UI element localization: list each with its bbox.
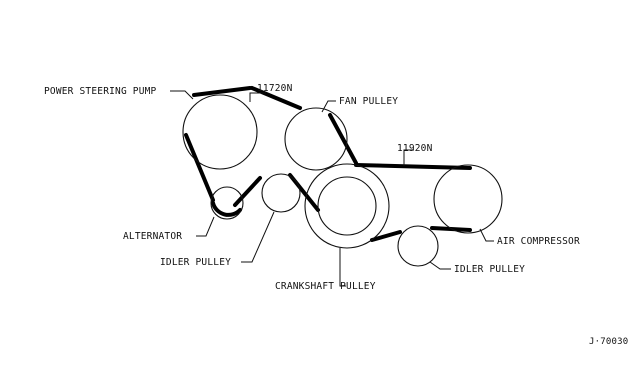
- idler-pulley-right: [397, 225, 439, 267]
- crankshaft-pulley-outer: [304, 163, 390, 249]
- alternator-pulley: [210, 186, 244, 220]
- crankshaft-pulley-inner: [317, 176, 377, 236]
- label-power-steering-pump: POWER STEERING PUMP: [44, 86, 157, 97]
- label-alternator: ALTERNATOR: [123, 231, 182, 242]
- idler-pulley-left: [261, 173, 301, 213]
- figure-code: J·70030: [589, 337, 628, 347]
- power-steering-pump-pulley: [182, 94, 258, 170]
- leader-lines: [170, 90, 494, 287]
- label-fan-pulley: FAN PULLEY: [339, 96, 398, 107]
- label-belt-11920n: 11920N: [397, 143, 433, 154]
- belt-11920n: [354, 163, 472, 242]
- label-crankshaft-pulley: CRANKSHAFT PULLEY: [275, 281, 376, 292]
- label-air-compressor: AIR COMPRESSOR: [497, 236, 580, 247]
- label-idler-pulley-right: IDLER PULLEY: [454, 264, 525, 275]
- label-idler-pulley-left: IDLER PULLEY: [160, 257, 231, 268]
- fan-pulley: [284, 107, 348, 171]
- label-belt-11720n: 11720N: [257, 83, 293, 94]
- belt-11720n: [184, 86, 358, 217]
- air-compressor-pulley: [433, 164, 503, 234]
